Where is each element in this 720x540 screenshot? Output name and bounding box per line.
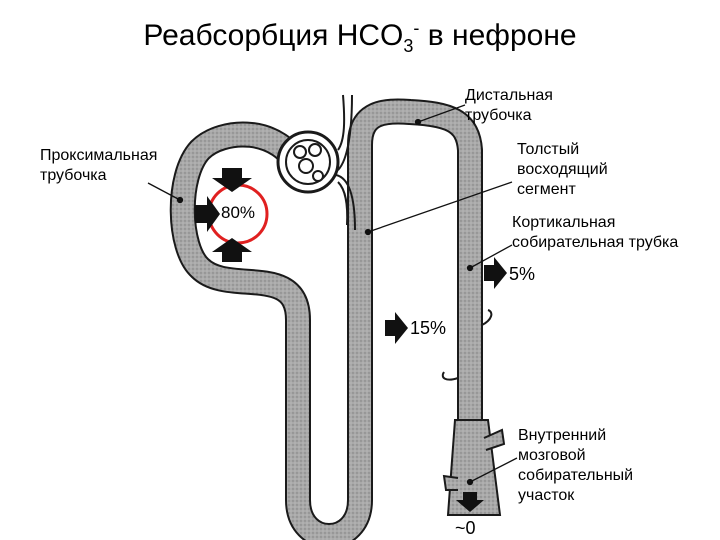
medullary-percent: ~0 <box>455 518 476 538</box>
label-proximal-tubule: Проксимальная трубочка <box>40 147 158 184</box>
reabsorption-arrows <box>195 168 507 512</box>
thick-segment-percent: 15% <box>410 318 447 338</box>
label-thick-ascending: Толстый восходящий сегмент <box>517 141 608 198</box>
arrow-down-icon <box>456 492 484 512</box>
label-distal-tubule: Дистальная трубочка <box>465 87 553 124</box>
arrow-down-icon <box>212 168 252 192</box>
title-prefix: Реабсорбция HCO <box>143 19 404 52</box>
arrow-right-icon <box>195 196 220 232</box>
arrow-right-icon <box>385 312 408 344</box>
arrow-up-icon <box>212 238 252 262</box>
cortical-percent: 5% <box>509 264 536 284</box>
proximal-percent: 80% <box>221 203 256 222</box>
title-suffix: в нефроне <box>419 19 577 52</box>
nephron-tubule <box>169 98 506 540</box>
title-superscript: - <box>413 18 420 38</box>
label-cortical-collecting: Кортикальная собирательная трубка <box>512 214 679 251</box>
title-subscript: 3 <box>403 36 414 56</box>
arrow-right-icon <box>484 257 507 289</box>
label-inner-medullary: Внутренний мозговой собирательный участо… <box>518 427 634 504</box>
leader-lines <box>147 104 518 486</box>
glomerulus <box>276 94 356 231</box>
page-title: Реабсорбция HCO3- в нефроне <box>0 18 720 57</box>
